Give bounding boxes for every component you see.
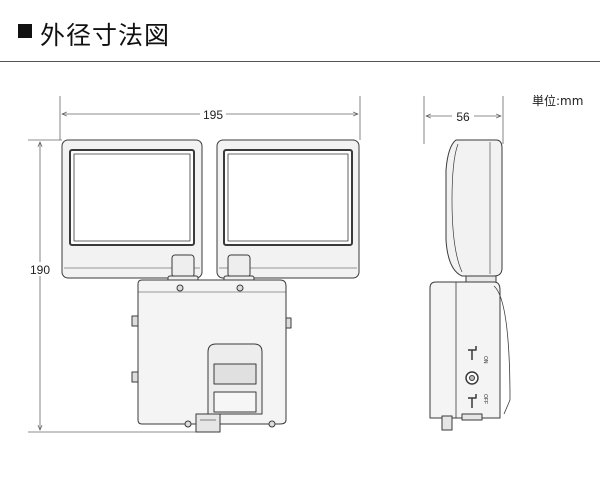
front-view xyxy=(61,139,360,433)
switch-off-label: OFF xyxy=(482,394,488,404)
front-height-dimension xyxy=(28,139,198,433)
unit-label: 単位:mm xyxy=(532,94,584,108)
switch-on-label: ON xyxy=(482,356,488,364)
front-height-label: 190 xyxy=(30,263,50,277)
left-lamp-head xyxy=(61,139,203,279)
side-lamp-head xyxy=(445,139,503,277)
side-depth-label: 56 xyxy=(456,110,470,124)
title-bullet xyxy=(18,24,32,38)
side-body xyxy=(429,281,511,431)
right-lamp-head xyxy=(216,139,360,279)
front-width-label: 195 xyxy=(203,108,223,122)
header-divider xyxy=(0,61,600,62)
page-title: 外径寸法図 xyxy=(40,21,171,50)
sensor-body xyxy=(131,279,292,433)
power-switch xyxy=(465,346,479,408)
side-view xyxy=(429,139,511,431)
header: 外径寸法図 xyxy=(0,0,600,62)
